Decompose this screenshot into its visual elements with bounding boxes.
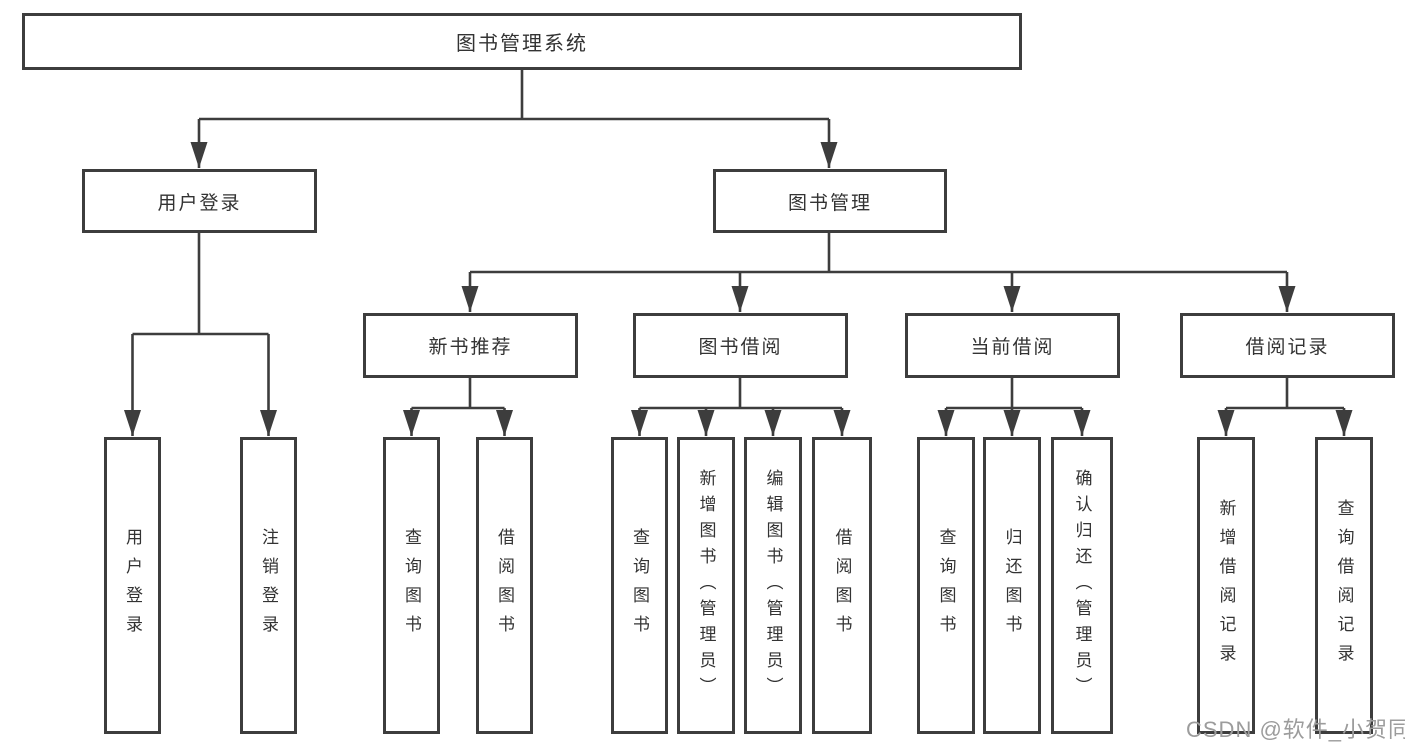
node-library-management-system: 图书管理系统: [22, 13, 1022, 70]
node-book-management: 图书管理: [713, 169, 947, 233]
connector-current-borrowing-trunk: [946, 378, 1082, 410]
node-user-login: 用户登录: [82, 169, 317, 233]
connector-root-trunk: [199, 69, 829, 121]
node-query-books-2: 查询图书: [611, 437, 668, 734]
connector-user-login-trunk: [132, 233, 269, 336]
connector-new-book-trunk: [411, 378, 505, 410]
node-borrow-records: 借阅记录: [1180, 313, 1395, 378]
node-return-books: 归还图书: [983, 437, 1041, 734]
node-new-book-recommend: 新书推荐: [363, 313, 578, 378]
node-user-login-leaf: 用户登录: [104, 437, 161, 734]
connector-book-borrowing-trunk: [639, 378, 842, 410]
connector-book-management-trunk: [470, 233, 1287, 274]
node-confirm-return-admin: 确认归还（管理员）: [1051, 437, 1113, 734]
node-logout-leaf: 注销登录: [240, 437, 297, 734]
node-query-borrow-record: 查询借阅记录: [1315, 437, 1373, 734]
node-add-books-admin: 新增图书（管理员）: [677, 437, 735, 734]
node-current-borrowing: 当前借阅: [905, 313, 1120, 378]
node-add-borrow-record: 新增借阅记录: [1197, 437, 1255, 734]
connector-borrow-records-trunk: [1226, 378, 1344, 410]
node-book-borrowing: 图书借阅: [633, 313, 848, 378]
node-query-books-1: 查询图书: [383, 437, 440, 734]
node-query-books-3: 查询图书: [917, 437, 975, 734]
node-borrow-books-2: 借阅图书: [812, 437, 872, 734]
node-borrow-books-1: 借阅图书: [476, 437, 533, 734]
node-edit-books-admin: 编辑图书（管理员）: [744, 437, 802, 734]
csdn-watermark: CSDN @软件_小贺同学: [1186, 717, 1405, 742]
